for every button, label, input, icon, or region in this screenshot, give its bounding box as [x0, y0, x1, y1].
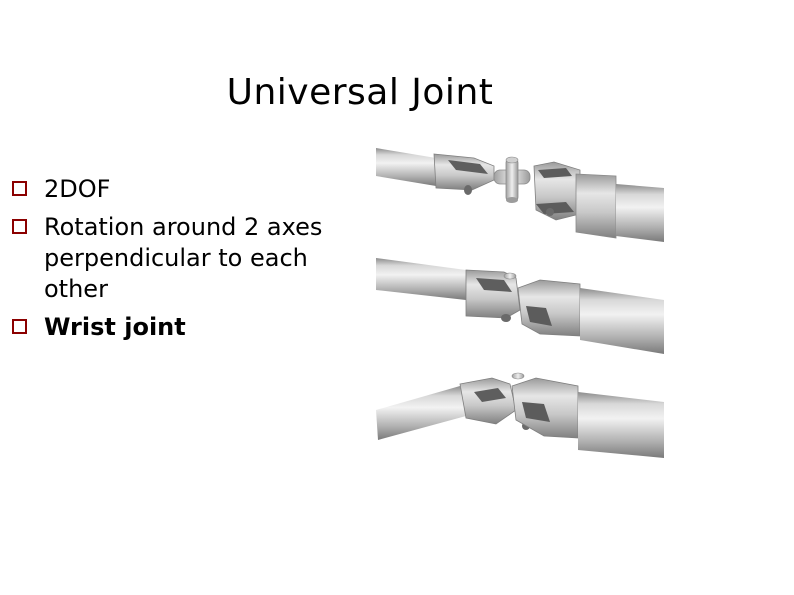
bullet-text: Wrist joint [44, 313, 186, 341]
bullet-item: Wrist joint [10, 312, 360, 343]
square-bullet-icon [12, 219, 27, 234]
bullet-list: 2DOF Rotation around 2 axes perpendicula… [10, 174, 360, 350]
bullet-text: 2DOF [44, 175, 111, 203]
page-title: Universal Joint [226, 72, 494, 113]
joint-assembled-straight [376, 258, 664, 354]
universal-joint-illustration [376, 140, 664, 460]
bullet-text: Rotation around 2 axes perpendicular to … [44, 213, 323, 303]
square-bullet-icon [12, 181, 27, 196]
joint-disassembled [376, 148, 664, 242]
joint-assembled-bent [376, 372, 664, 458]
square-bullet-icon [12, 319, 27, 334]
bullet-item: 2DOF [10, 174, 360, 205]
bullet-item: Rotation around 2 axes perpendicular to … [10, 212, 360, 305]
